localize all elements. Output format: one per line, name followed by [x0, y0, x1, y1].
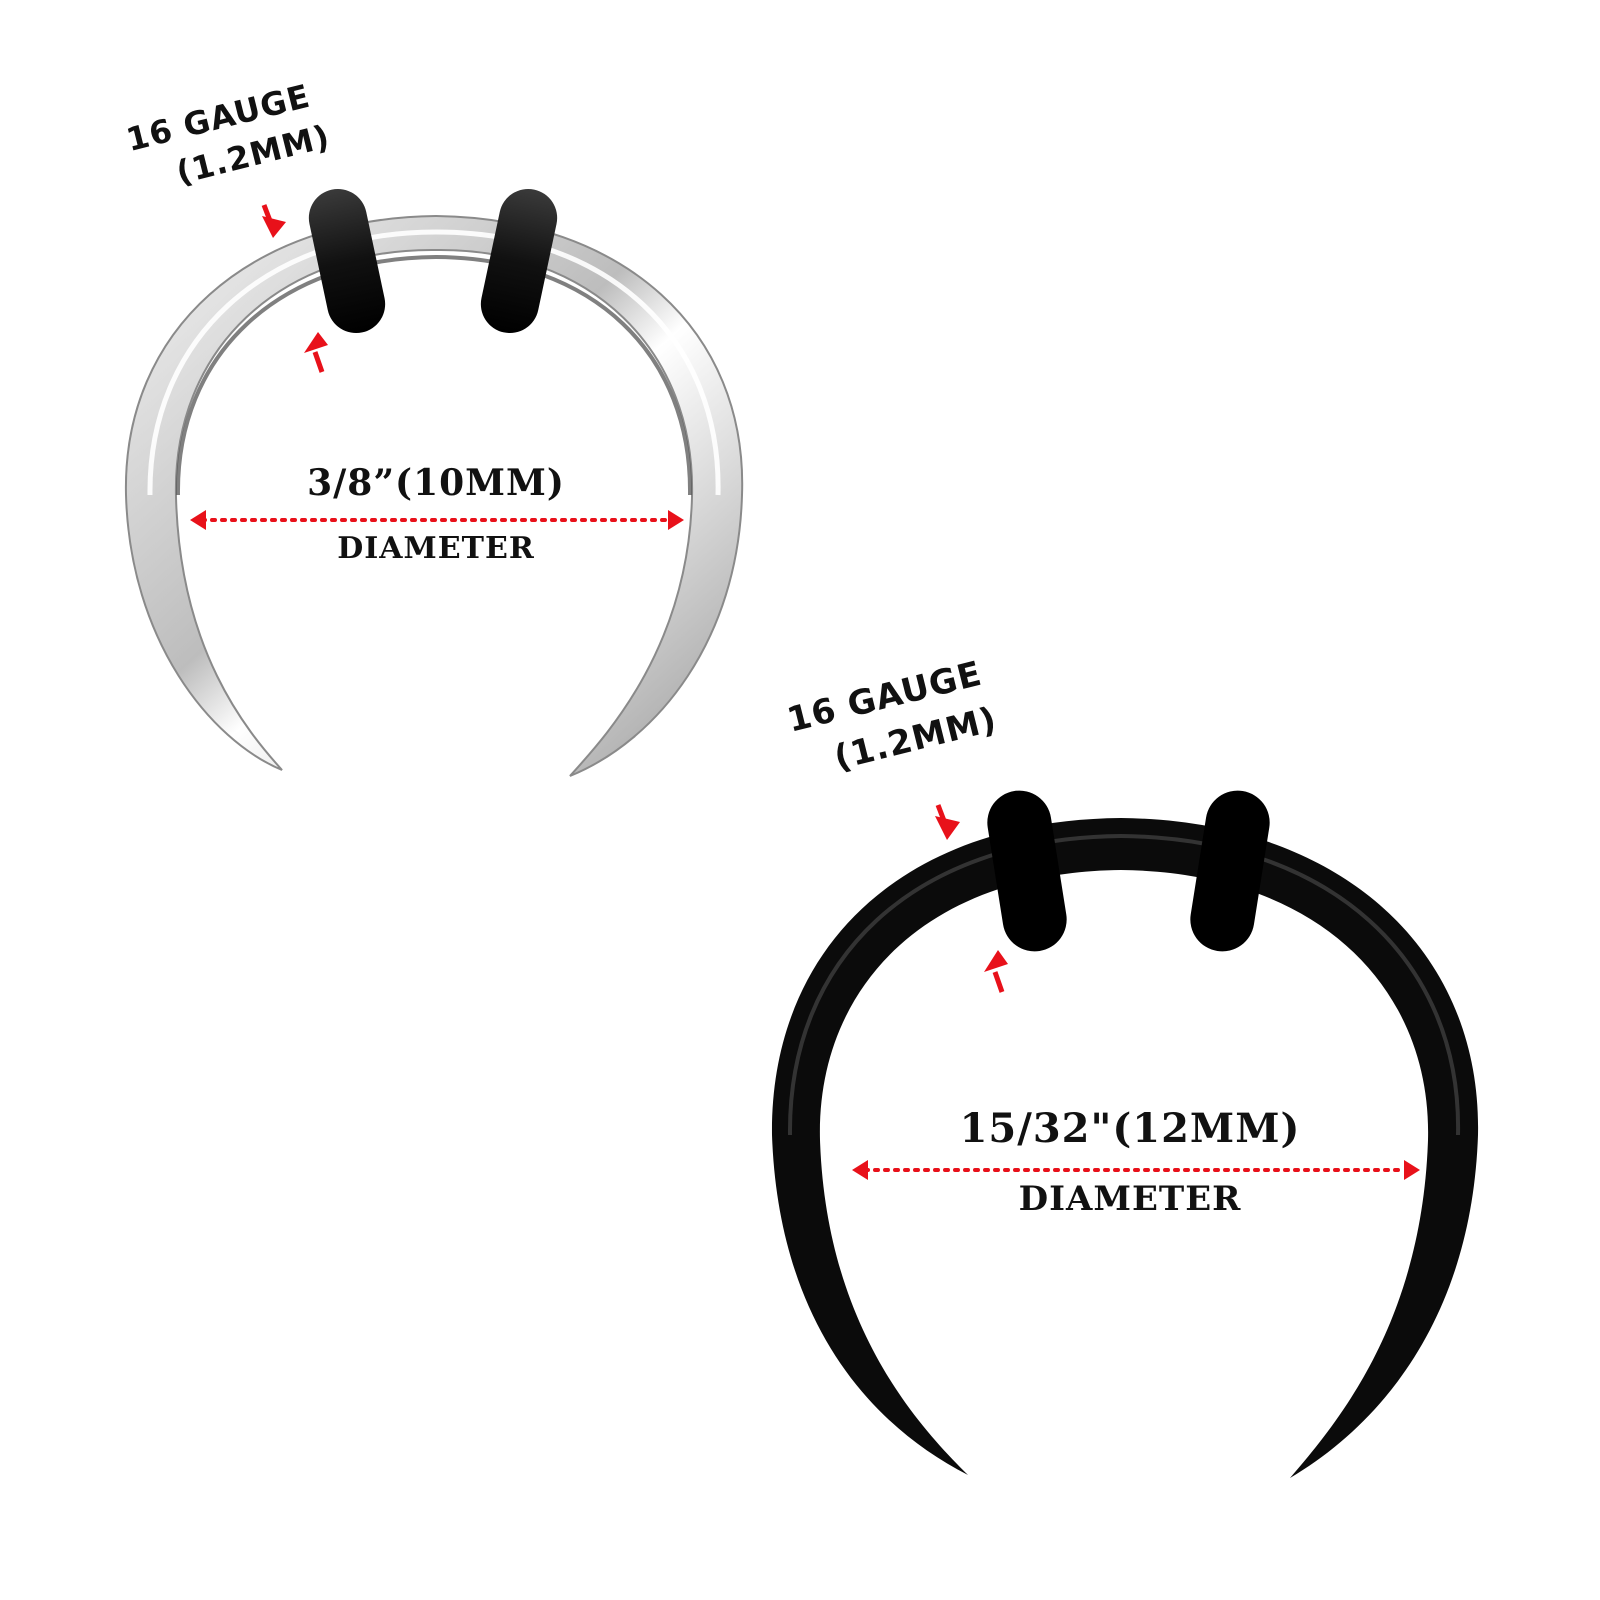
black-o-ring-right [1190, 790, 1270, 952]
silver-gauge-arrow-bottom [304, 332, 328, 373]
black-diameter-dimension-line [852, 1160, 1420, 1180]
black-gauge-arrow-bottom [984, 950, 1008, 993]
silver-pincher-ring: 16 GAUGE (1.2MM) 3/8”(10MM) DIAMETER [123, 77, 744, 777]
black-gauge-arrow-top [935, 804, 960, 840]
silver-ring-highlight [147, 229, 721, 496]
silver-ring-inner-shadow [175, 254, 693, 496]
black-ring-highlight [787, 833, 1461, 1136]
black-o-ring-left [987, 790, 1067, 952]
silver-gauge-arrow-top [261, 204, 286, 238]
silver-ring-body [124, 214, 744, 777]
silver-gauge-callout: 16 GAUGE (1.2MM) [123, 77, 334, 192]
silver-diameter-value: 3/8”(10MM) [307, 462, 565, 504]
silver-diameter-label: DIAMETER [337, 531, 535, 566]
silver-diameter-dimension-line [190, 510, 684, 530]
black-diameter-label: DIAMETER [1019, 1179, 1242, 1219]
silver-o-ring-left [308, 188, 386, 334]
black-diameter-value: 15/32"(12MM) [960, 1105, 1301, 1152]
black-pincher-ring: 16 GAUGE (1.2MM) 15/32"(12MM) DIAMETER [771, 654, 1479, 1478]
black-gauge-callout: 16 GAUGE (1.2MM) [783, 654, 1001, 779]
silver-o-ring-right [480, 188, 558, 334]
